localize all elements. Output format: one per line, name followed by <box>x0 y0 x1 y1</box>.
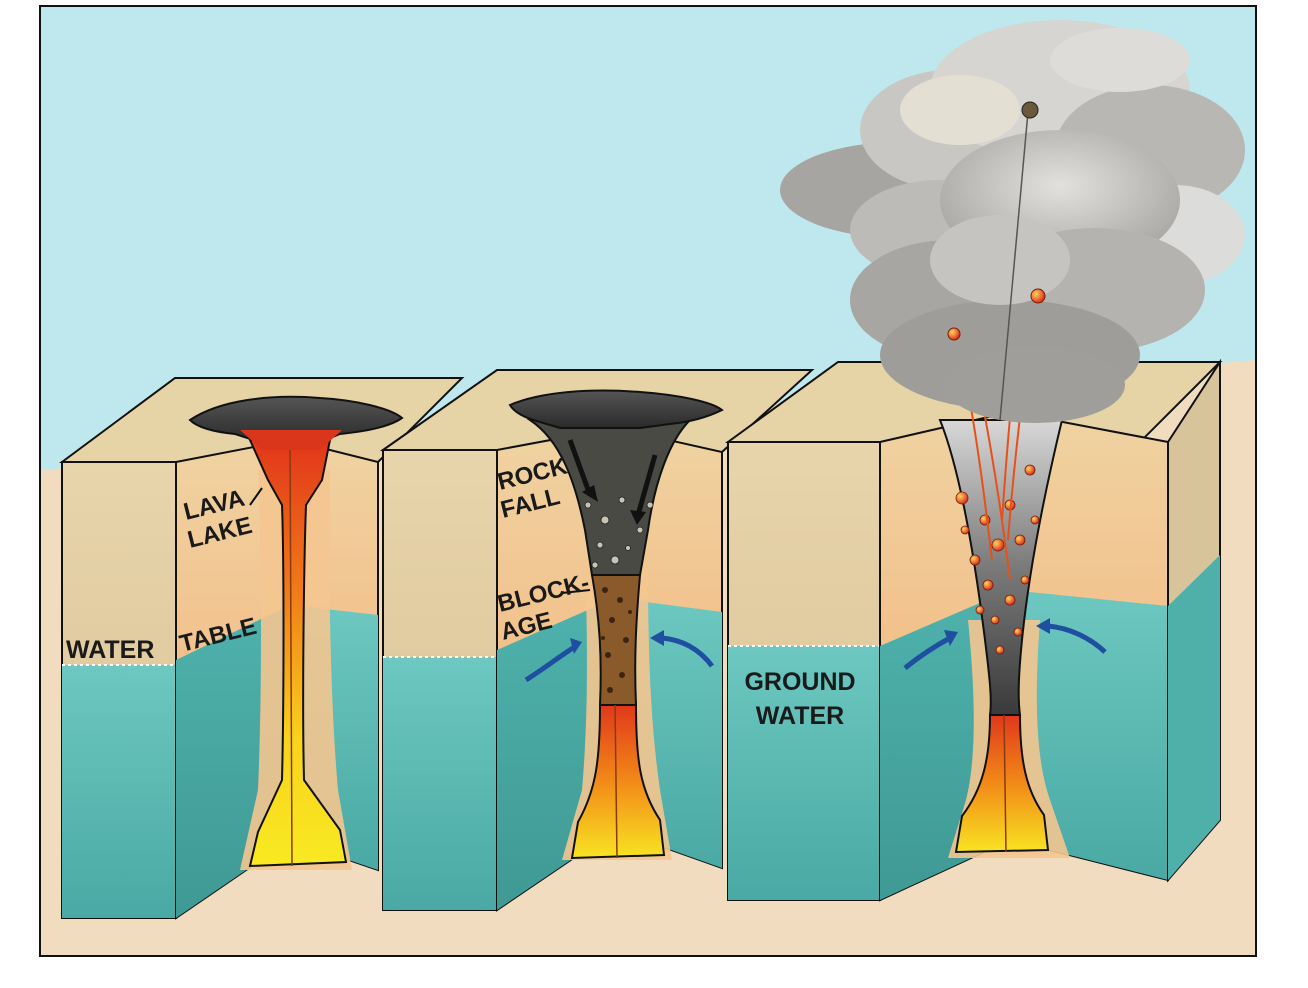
label-rock-fall: ROCK FALL <box>495 452 571 523</box>
label-ground-water: GROUND WATER <box>744 668 855 730</box>
label-ground-line2: WATER <box>756 702 844 730</box>
arrow-inflow-right <box>661 635 714 668</box>
arrow-inflow-left <box>524 643 578 683</box>
label-ground-line1: GROUND <box>744 668 855 696</box>
arrow-inflow-right-2 <box>1047 623 1107 654</box>
block-lava-lake <box>58 377 465 920</box>
arrow-inflow-left-2 <box>903 635 952 670</box>
eruption-plume <box>780 20 1245 423</box>
block-eruption <box>724 20 1245 902</box>
block-rock-fall <box>379 369 815 912</box>
label-water-table-line1: WATER <box>66 636 154 664</box>
